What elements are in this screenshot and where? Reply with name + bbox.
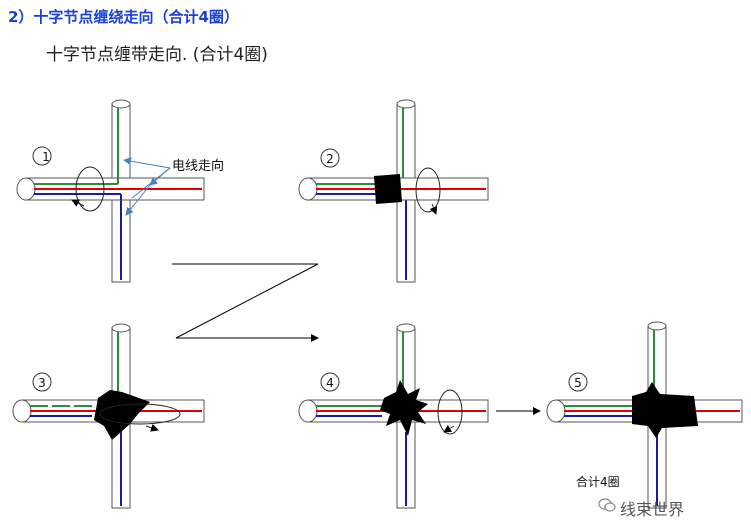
total-turns-label: 合计4圈 [576, 474, 620, 489]
wire-direction-label: 电线走向 [172, 158, 224, 174]
chat-bubble-icon [598, 498, 616, 512]
step-5-cross [546, 321, 743, 509]
diagram-subtitle: 十字节点缠带走向. (合计4圈) [46, 45, 268, 65]
step-number-1: 1 [42, 150, 50, 164]
step-2-cross [298, 99, 489, 283]
flow-arrow-z [172, 263, 319, 342]
step-4-cross [298, 323, 489, 509]
watermark-text: 线束世界 [620, 500, 685, 519]
step-number-3: 3 [38, 376, 46, 390]
section-heading: 2）十字节点缠绕走向（合计4圈） [8, 8, 239, 26]
step-3-cross [12, 323, 205, 509]
step-number-4: 4 [326, 376, 334, 390]
step-1-cross [16, 99, 205, 283]
step-number-2: 2 [326, 152, 334, 166]
step-number-5: 5 [574, 376, 582, 390]
